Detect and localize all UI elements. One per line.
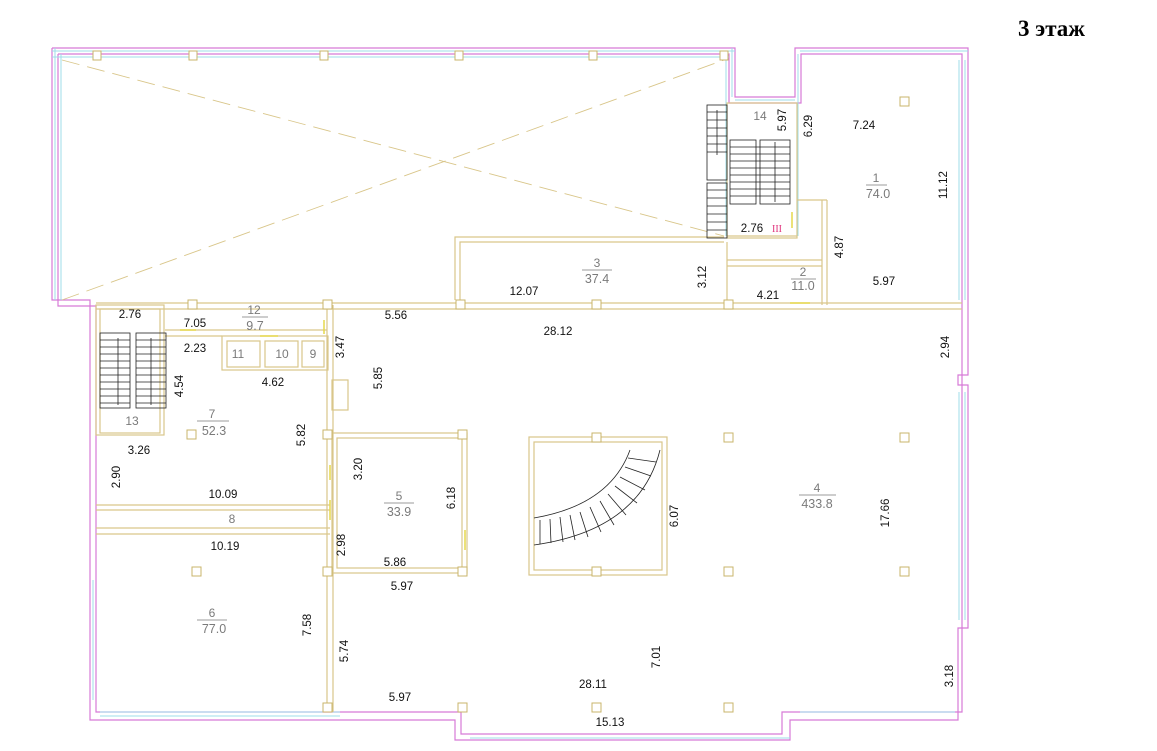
- dim-label: 6.29: [803, 115, 815, 137]
- dim-label: 6.07: [669, 505, 681, 527]
- room-4-area: 433.8: [801, 497, 832, 511]
- room-6-number: 6: [209, 606, 216, 620]
- dim-label: 7.58: [302, 614, 314, 636]
- doors: [180, 212, 810, 550]
- dim-label: 5.82: [296, 424, 308, 446]
- dim-label: 4.87: [834, 236, 846, 258]
- dim-label: 11.12: [938, 171, 950, 199]
- room-10-number: 10: [275, 347, 289, 361]
- dim-label: 4.21: [757, 290, 779, 302]
- room-8-number: 8: [229, 512, 236, 526]
- room-5-area: 33.9: [387, 505, 411, 519]
- dim-label: 7.01: [651, 646, 663, 668]
- dim-label: 5.97: [391, 581, 413, 593]
- dim-label: 2.76: [119, 309, 141, 321]
- columns: [92, 50, 910, 713]
- stair-spiral: [533, 449, 661, 546]
- interior-walls: [95, 102, 962, 712]
- dim-label: 5.56: [385, 310, 407, 322]
- dim-label: 2.90: [111, 466, 123, 488]
- stair-marker: III: [772, 224, 782, 235]
- dim-label: 5.97: [873, 276, 895, 288]
- room-1-area: 74.0: [866, 187, 890, 201]
- room-7-area: 52.3: [202, 424, 226, 438]
- dim-label: 5.97: [777, 109, 789, 131]
- floor-title: 3 этаж: [1018, 16, 1085, 41]
- void-diagonals: [61, 59, 725, 301]
- dim-label: 3.12: [697, 266, 709, 288]
- room-14-number: 14: [753, 109, 767, 123]
- dim-label: 17.66: [880, 499, 892, 528]
- stair-core: [706, 104, 791, 239]
- room-4-number: 4: [814, 481, 821, 495]
- room-6-area: 77.0: [202, 622, 226, 636]
- room-12-number: 12: [247, 303, 261, 317]
- dim-label: 2.23: [184, 343, 206, 355]
- dim-label: 2.94: [940, 335, 952, 358]
- room-11-number: 11: [232, 347, 245, 361]
- dim-label: 28.11: [579, 679, 607, 691]
- room-9-number: 9: [310, 347, 317, 361]
- room-labels: 1 74.0 2 11.0 3 37.4 4 433.8 5 33.9 6 77…: [125, 109, 890, 636]
- dimension-labels: 5.97 6.29 7.24 11.12 2.76 4.87 4.21 5.97…: [111, 109, 956, 729]
- dim-label: 2.76: [741, 223, 763, 235]
- dim-label: 10.19: [211, 541, 240, 553]
- room-1-number: 1: [873, 171, 880, 185]
- room-3-number: 3: [594, 256, 601, 270]
- dim-label: 4.62: [262, 377, 284, 389]
- dim-label: 5.97: [389, 692, 411, 704]
- dim-label: 3.20: [353, 458, 365, 480]
- room-13-number: 13: [125, 414, 139, 428]
- dim-label: 7.05: [184, 318, 206, 330]
- stair-left: [99, 332, 167, 409]
- dim-label: 3.18: [944, 665, 956, 687]
- room-3-area: 37.4: [585, 272, 609, 286]
- dim-label: 10.09: [209, 489, 238, 501]
- dim-label: 2.98: [336, 534, 348, 556]
- dim-label: 3.47: [335, 336, 347, 358]
- room-2-area: 11.0: [791, 279, 814, 293]
- dim-label: 12.07: [510, 286, 539, 298]
- dim-label: 7.24: [853, 120, 876, 132]
- windows: [52, 48, 968, 739]
- room-2-number: 2: [800, 265, 807, 279]
- dim-label: 5.86: [384, 557, 406, 569]
- dim-label: 3.26: [128, 445, 150, 457]
- dim-label: 15.13: [596, 717, 625, 729]
- exterior-walls: [51, 47, 969, 741]
- dim-label: 6.18: [446, 487, 458, 509]
- room-7-number: 7: [209, 407, 216, 421]
- room-5-number: 5: [396, 489, 403, 503]
- dim-label: 5.85: [373, 367, 385, 389]
- room-12-area: 9.7: [246, 319, 263, 333]
- dim-label: 28.12: [544, 326, 573, 338]
- dim-label: 4.54: [174, 374, 186, 397]
- dim-label: 5.74: [339, 639, 351, 662]
